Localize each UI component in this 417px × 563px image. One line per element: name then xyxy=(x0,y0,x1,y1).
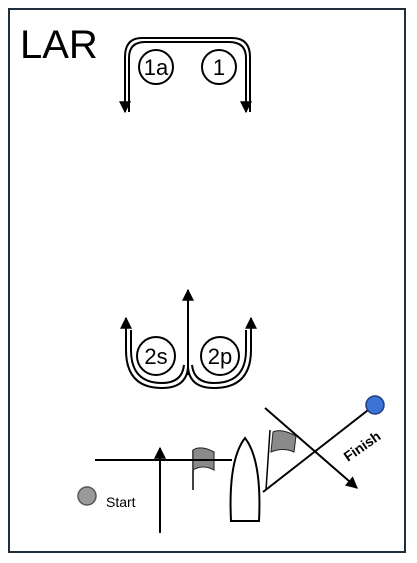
start-label: Start xyxy=(106,494,136,510)
mark-1-label: 1 xyxy=(213,55,225,80)
committee-boat xyxy=(229,436,261,522)
mark-1a: 1a xyxy=(138,49,174,85)
finish-direction-arrow xyxy=(264,407,358,489)
gate-course-path xyxy=(120,288,257,390)
finish-line xyxy=(262,406,373,493)
finish-buoy xyxy=(365,395,385,415)
start-buoy xyxy=(77,486,97,506)
mark-2p-label: 2p xyxy=(208,344,232,369)
mark-2p: 2p xyxy=(200,336,240,376)
diagram-frame xyxy=(8,8,406,553)
finish-flag xyxy=(265,429,297,491)
course-title: LAR xyxy=(20,23,98,67)
mark-2s: 2s xyxy=(136,336,176,376)
start-flag xyxy=(192,447,215,490)
top-course-path xyxy=(119,37,252,114)
mark-1: 1 xyxy=(201,49,237,85)
finish-label: Finish xyxy=(341,428,384,465)
mark-2s-label: 2s xyxy=(144,344,167,369)
mark-1a-label: 1a xyxy=(144,55,169,80)
